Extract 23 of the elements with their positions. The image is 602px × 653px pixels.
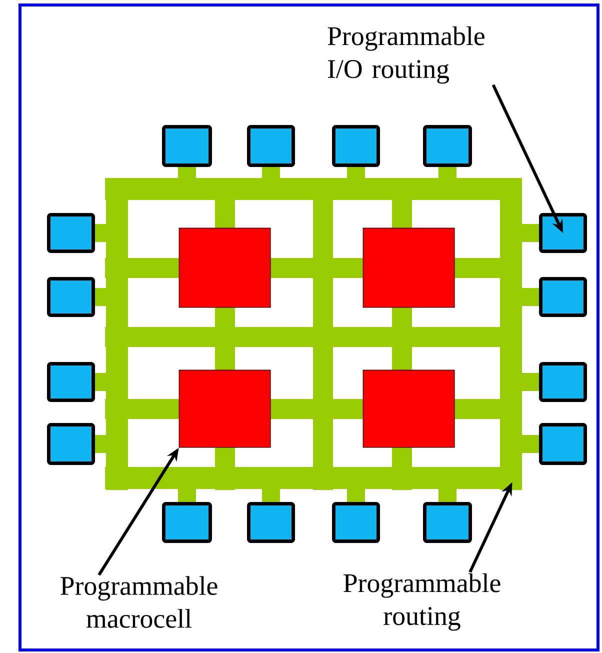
- io-pad: [162, 125, 212, 167]
- callout-label: Programmable I/O routing: [328, 26, 484, 84]
- io-pad: [332, 502, 380, 543]
- io-pad: [47, 213, 95, 253]
- io-pad: [247, 502, 295, 543]
- io-pad: [247, 125, 295, 167]
- macrocell-box: [178, 228, 271, 308]
- io-pad: [539, 362, 587, 402]
- callout-label: Programmable macrocell: [60, 576, 218, 628]
- io-pad: [47, 423, 95, 465]
- io-pad: [332, 125, 380, 167]
- io-pad: [162, 502, 212, 543]
- macrocell-box: [178, 370, 271, 448]
- callout-label: Programmable routing: [344, 573, 500, 631]
- io-pad: [423, 502, 472, 543]
- io-pad: [539, 213, 587, 253]
- io-pad: [47, 277, 95, 317]
- macrocell-box: [362, 370, 455, 448]
- io-pad: [539, 277, 587, 317]
- io-pad: [423, 125, 472, 167]
- io-pad: [539, 423, 587, 465]
- io-pad: [47, 362, 95, 402]
- macrocell-box: [362, 228, 455, 308]
